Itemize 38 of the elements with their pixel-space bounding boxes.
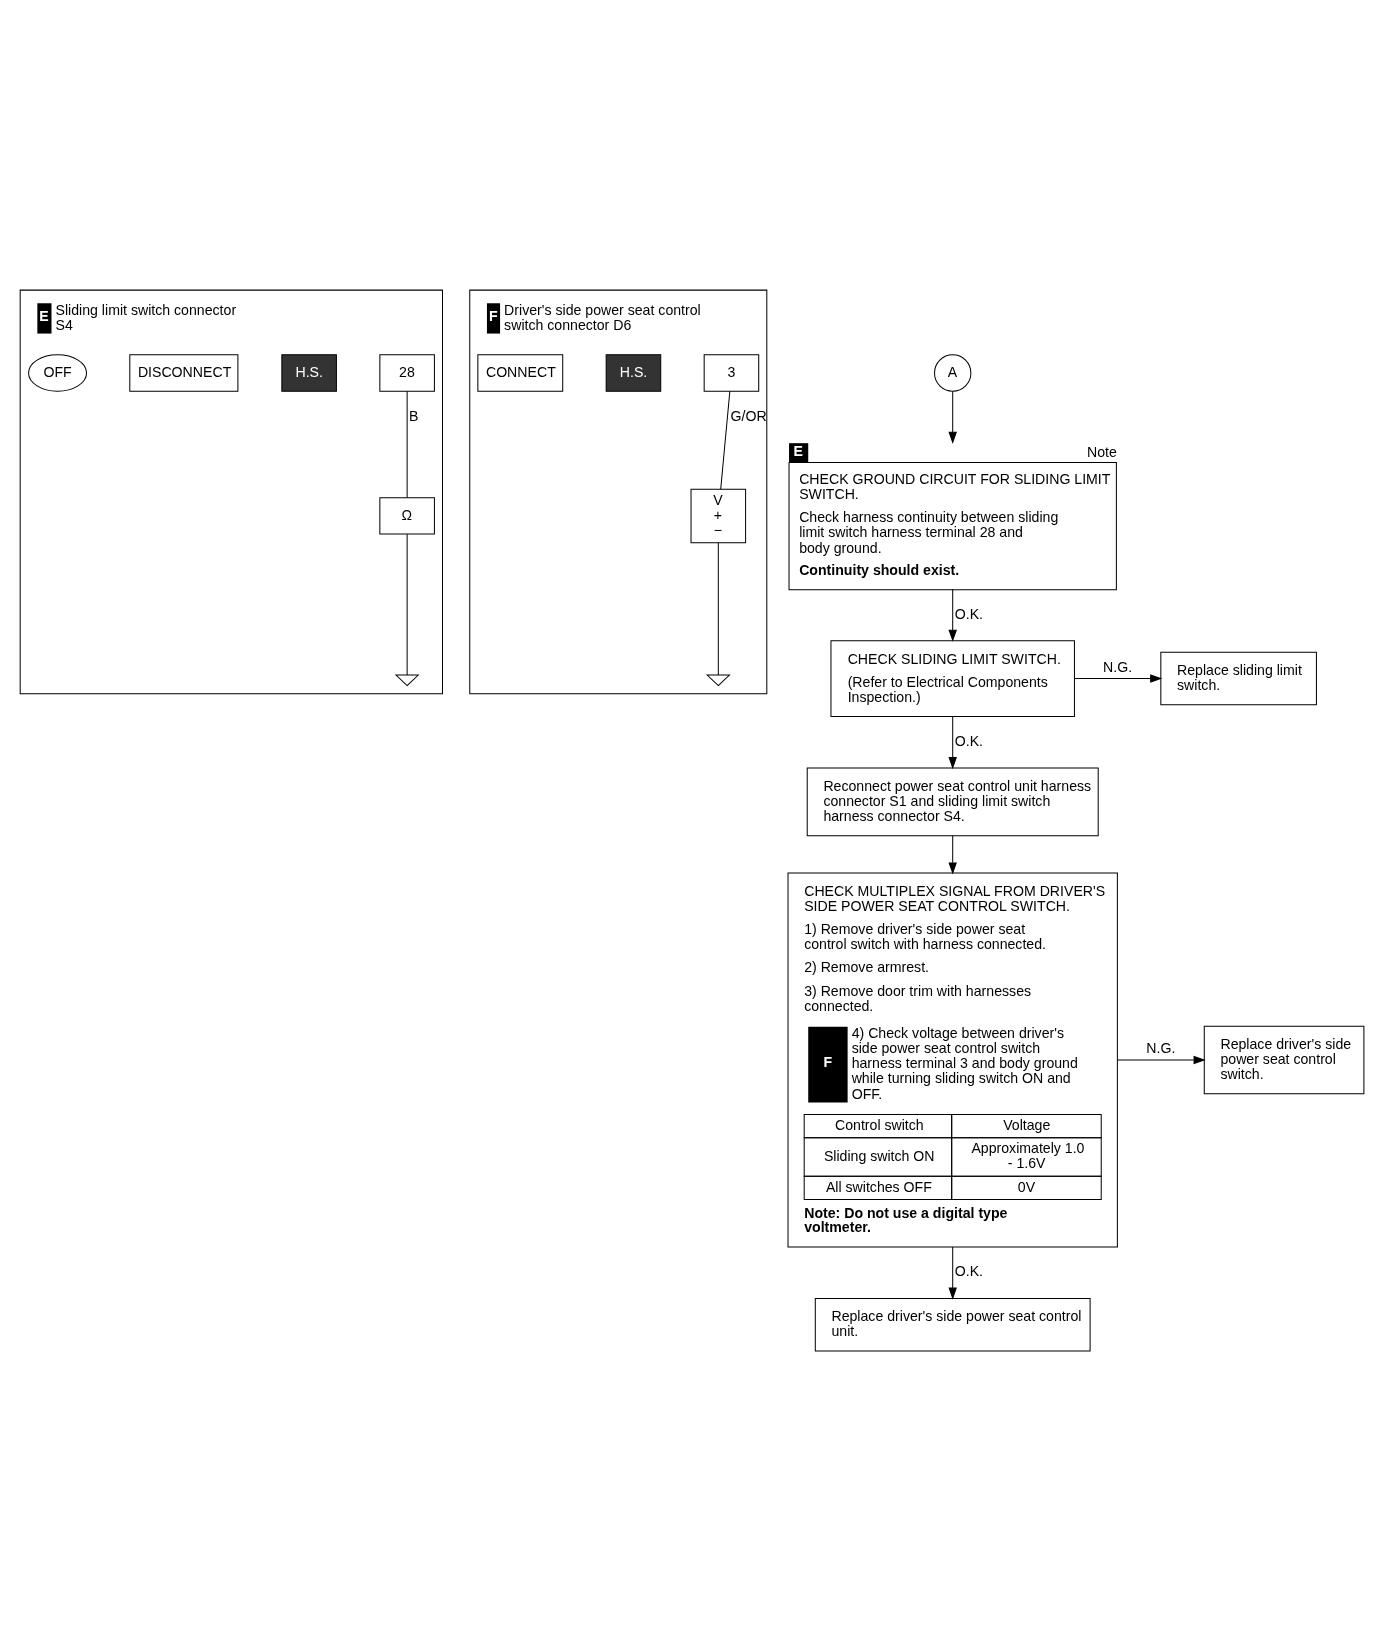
node-box: Reconnect power seat control unit harness connector S1 and sliding limit switch harness connector S4. (806, 767, 1099, 836)
edge-label: N.G. (1103, 658, 1133, 675)
node-box: Replace sliding limit switch. (1160, 651, 1317, 705)
node-box: CONNECT (477, 353, 564, 392)
connector (717, 541, 719, 675)
node-circle: A (934, 353, 972, 392)
node-box: Replace driver's side power seat control switch. (1203, 1025, 1365, 1094)
arrow (1074, 673, 1163, 683)
node-box: V + − (690, 488, 747, 543)
node-box: Replace driver's side power seat control unit. (814, 1297, 1091, 1351)
node-ground (394, 674, 420, 686)
node-box: 28 (379, 353, 435, 392)
arrow (948, 834, 957, 875)
arrow (948, 390, 957, 444)
arrow (948, 715, 957, 769)
node-ground (705, 674, 731, 686)
node-label: Note (1087, 443, 1117, 460)
edge-label: O.K. (954, 605, 983, 622)
node-box: CHECK MULTIPLEX SIGNAL FROM DRIVER'S SIDE POWER SEAT CONTROL SWITCH. 1) Remove driver's side power seat control switch with harness connected. 2) Remove armrest. 3) Remove door trim with harnesses connected. F 4) Check voltage between driver's side power seat control switch harness terminal 3 and body ground while turning sliding switch ON and OFF. Control switch Voltage Sliding switch ON Approximately 1.0 - 1.6V All switches OFF 0V Note: Do not use a digital type voltmeter. (787, 872, 1118, 1247)
edge-label: O.K. (954, 1262, 983, 1279)
edge-label: B (408, 407, 419, 424)
node-label: E (793, 442, 803, 459)
node-box: H.S. (281, 353, 337, 392)
edge-label: G/OR (730, 407, 767, 424)
node-ellipse: OFF (28, 353, 88, 392)
node-box: DISCONNECT (129, 353, 239, 392)
edge-label: N.G. (1146, 1039, 1176, 1056)
node-box: H.S. (605, 353, 662, 392)
connector (720, 390, 731, 490)
node-box: Ω (379, 496, 435, 535)
connector (406, 390, 408, 498)
arrow (948, 1246, 957, 1300)
edge-label: O.K. (954, 732, 983, 749)
arrow (1116, 1055, 1206, 1064)
arrow (948, 588, 957, 642)
node-box: 3 (703, 353, 760, 392)
node-box: CHECK SLIDING LIMIT SWITCH. (Refer to Electrical Components Inspection.) (830, 639, 1075, 717)
connector (406, 533, 408, 676)
